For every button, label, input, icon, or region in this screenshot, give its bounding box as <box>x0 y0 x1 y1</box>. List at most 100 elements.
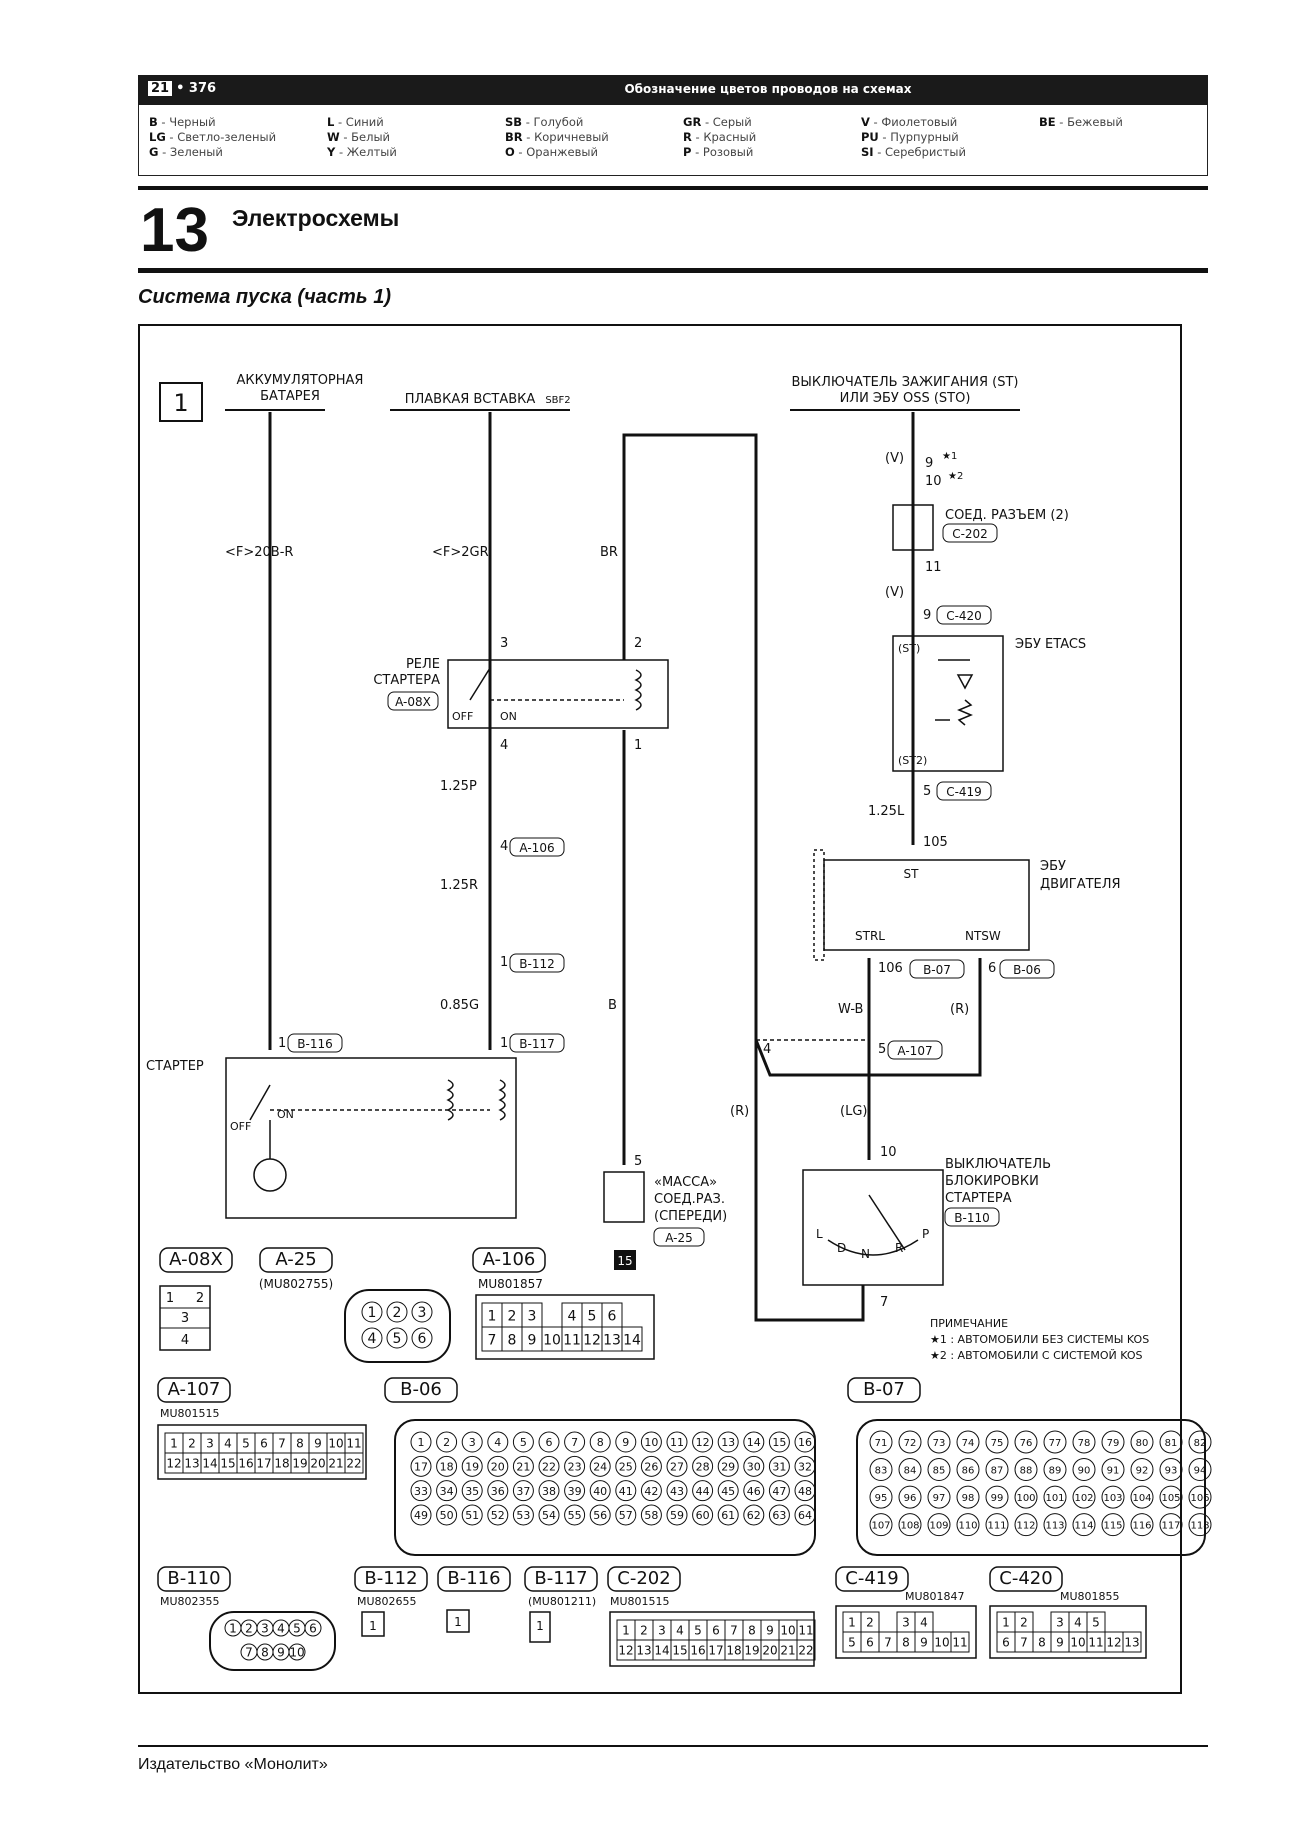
pin-inh-7: 7 <box>880 1295 888 1310</box>
connector-pin-number: 6 <box>260 1436 268 1450</box>
connector-pin-circle <box>487 1480 509 1502</box>
connector-pin-circle <box>666 1504 688 1526</box>
ref-a107: A-107 <box>897 1044 932 1058</box>
connector-pin-number: 22 <box>542 1461 556 1474</box>
ground-label-2: СОЕД.РАЗ. <box>654 1192 725 1207</box>
connector-pin-number: 104 <box>1132 1493 1151 1504</box>
ref-b112: B-112 <box>519 957 554 971</box>
connector-pin-circle <box>869 1458 893 1482</box>
page-subtitle: Система пуска (часть 1) <box>138 286 391 308</box>
connector-pin-number: 9 <box>920 1635 928 1649</box>
connector-pin-circle <box>1014 1485 1038 1509</box>
connector-pin-number: 108 <box>900 1520 919 1531</box>
connector-title-badge <box>354 1566 428 1592</box>
connector-pin-number: 5 <box>694 1623 702 1637</box>
connector-pin-number: 102 <box>1074 1493 1093 1504</box>
connector-pin-number: 13 <box>636 1643 651 1657</box>
inhibitor-wiper <box>868 1194 906 1251</box>
connector-pin-number: 5 <box>1092 1615 1100 1629</box>
connector-pin-number: 35 <box>465 1485 479 1498</box>
etacs-st2: (ST2) <box>898 754 927 767</box>
section-title: Электросхемы <box>232 205 400 231</box>
connector-pin-circle <box>1043 1430 1067 1454</box>
connector-pin-number: 7 <box>488 1332 497 1348</box>
connector-pin-number: 26 <box>644 1461 658 1474</box>
connector-pin-circle <box>985 1458 1009 1482</box>
connector-pin-number: 18 <box>274 1456 289 1470</box>
connector-pin-number: 112 <box>1016 1520 1035 1531</box>
ref-a106: A-106 <box>519 841 554 855</box>
connector-pin-number: 101 <box>1045 1493 1064 1504</box>
connector-pin-number: 7 <box>571 1436 578 1449</box>
connector-pin-number: 6 <box>546 1436 553 1449</box>
connector-pin-number: 10 <box>644 1436 658 1449</box>
connector-pin-circle <box>743 1431 765 1453</box>
connector-pin-circle <box>589 1431 611 1453</box>
connector-pin-number: 42 <box>644 1485 658 1498</box>
connector-pin-number: 1 <box>166 1291 174 1306</box>
connector-pin-number: 95 <box>875 1493 888 1504</box>
connector-pin-number: 3 <box>658 1623 666 1637</box>
connector-pin-number: 9 <box>277 1646 285 1660</box>
wire-label-125l: 1.25L <box>868 804 905 819</box>
connector-pin-circle <box>692 1480 714 1502</box>
connector-pin-number: 11 <box>1088 1635 1103 1649</box>
connector-title-badge <box>524 1566 598 1592</box>
connector-pin-number: 50 <box>440 1509 454 1522</box>
connector-pin-circle <box>692 1504 714 1526</box>
pin-b112-1: 1 <box>500 955 508 970</box>
inh-l: L <box>816 1227 823 1241</box>
connector-pin-number: 7 <box>278 1436 286 1450</box>
ground-connector-box <box>603 1171 645 1223</box>
connector-pin-circle <box>956 1513 980 1537</box>
connector-pin-number: 9 <box>528 1332 537 1348</box>
connector-part-number: MU801847 <box>905 1590 965 1603</box>
legend-entry: P - Розовый <box>683 145 754 159</box>
connector-pin-number: 48 <box>798 1485 812 1498</box>
connector-pin-circle <box>1159 1458 1183 1482</box>
pin-ecu-105: 105 <box>923 835 948 850</box>
divider <box>138 186 1208 190</box>
connector-pin-number: 3 <box>261 1622 269 1636</box>
inhibitor-label-2: БЛОКИРОВКИ <box>945 1174 1039 1189</box>
connector-pin-number: 3 <box>1056 1615 1064 1629</box>
connector-pin-circle <box>1043 1485 1067 1509</box>
engine-ecu-shadow <box>813 849 825 961</box>
connector-pin-number: 10 <box>934 1635 949 1649</box>
battery-label-1: АККУМУЛЯТОРНАЯ <box>237 373 364 388</box>
legend-entry: GR - Серый <box>683 115 752 129</box>
connector-pin-number: 118 <box>1190 1520 1209 1531</box>
connector-pin-number: 13 <box>721 1436 735 1449</box>
connector-pin-number: 21 <box>780 1643 795 1657</box>
starter-motor-icon <box>253 1158 287 1192</box>
connector-pin-number: 8 <box>597 1436 604 1449</box>
inh-p: P <box>922 1227 929 1241</box>
ref-b117: B-117 <box>519 1037 554 1051</box>
legend-entry: R - Красный <box>683 130 757 144</box>
connector-pin-number: 53 <box>516 1509 530 1522</box>
connector-pin-circle <box>487 1504 509 1526</box>
connector-title: B-117 <box>534 1568 587 1589</box>
connector-pin-number: 8 <box>508 1332 517 1348</box>
connector-pin-circle <box>512 1504 534 1526</box>
legend-entry: SB - Голубой <box>505 115 584 129</box>
etacs-resistor-icon <box>957 699 973 726</box>
connector-pin-circle <box>1072 1513 1096 1537</box>
connector-pin-number: 34 <box>440 1485 454 1498</box>
connector-pin-number: 3 <box>902 1615 910 1629</box>
connector-part-number: MU801515 <box>160 1407 220 1420</box>
connector-pin-circle <box>717 1504 739 1526</box>
connector-pin-number: 5 <box>520 1436 527 1449</box>
connector-pin-number: 115 <box>1103 1520 1122 1531</box>
page-header-bar: 21• 376 Обозначение цветов проводов на с… <box>138 75 1208 105</box>
connector-title-badge <box>157 1566 231 1592</box>
connector-pin-circle <box>512 1455 534 1477</box>
connector-pin-circle <box>956 1458 980 1482</box>
connector-pin-circle <box>869 1430 893 1454</box>
connector-pin-circle <box>898 1458 922 1482</box>
connector-pin-number: 4 <box>568 1308 577 1324</box>
connector-pin-number: 12 <box>1106 1635 1121 1649</box>
connector-pin-circle <box>985 1513 1009 1537</box>
ref-b06: B-06 <box>1013 963 1041 977</box>
connector-pin-number: 25 <box>619 1461 633 1474</box>
